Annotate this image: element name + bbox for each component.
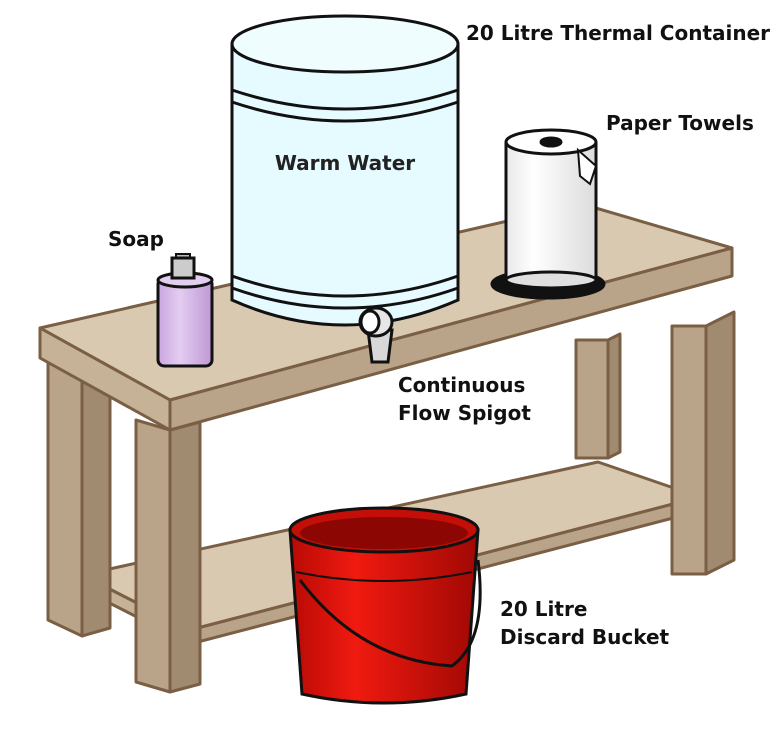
table-back-leg-right xyxy=(574,338,610,460)
warm-water-label: Warm Water xyxy=(275,151,415,175)
thermal-container xyxy=(230,14,460,364)
paper-towel-roll xyxy=(490,128,606,300)
bucket-handle xyxy=(298,559,482,668)
spigot xyxy=(358,306,394,364)
spigot-label-line2: Flow Spigot xyxy=(398,401,531,425)
soap-dispenser xyxy=(156,253,214,368)
spigot-label-line1: Continuous xyxy=(398,373,525,397)
table-front-leg-left xyxy=(46,360,84,638)
table-front-leg-right xyxy=(704,310,736,576)
soap-label: Soap xyxy=(108,227,164,251)
table-front-leg-center xyxy=(134,418,172,694)
container-label: 20 Litre Thermal Container xyxy=(466,21,770,45)
bucket-label-line1: 20 Litre xyxy=(500,597,587,621)
discard-bucket xyxy=(288,506,482,705)
bucket-label-line2: Discard Bucket xyxy=(500,625,670,649)
paper-towels-label: Paper Towels xyxy=(606,111,754,135)
